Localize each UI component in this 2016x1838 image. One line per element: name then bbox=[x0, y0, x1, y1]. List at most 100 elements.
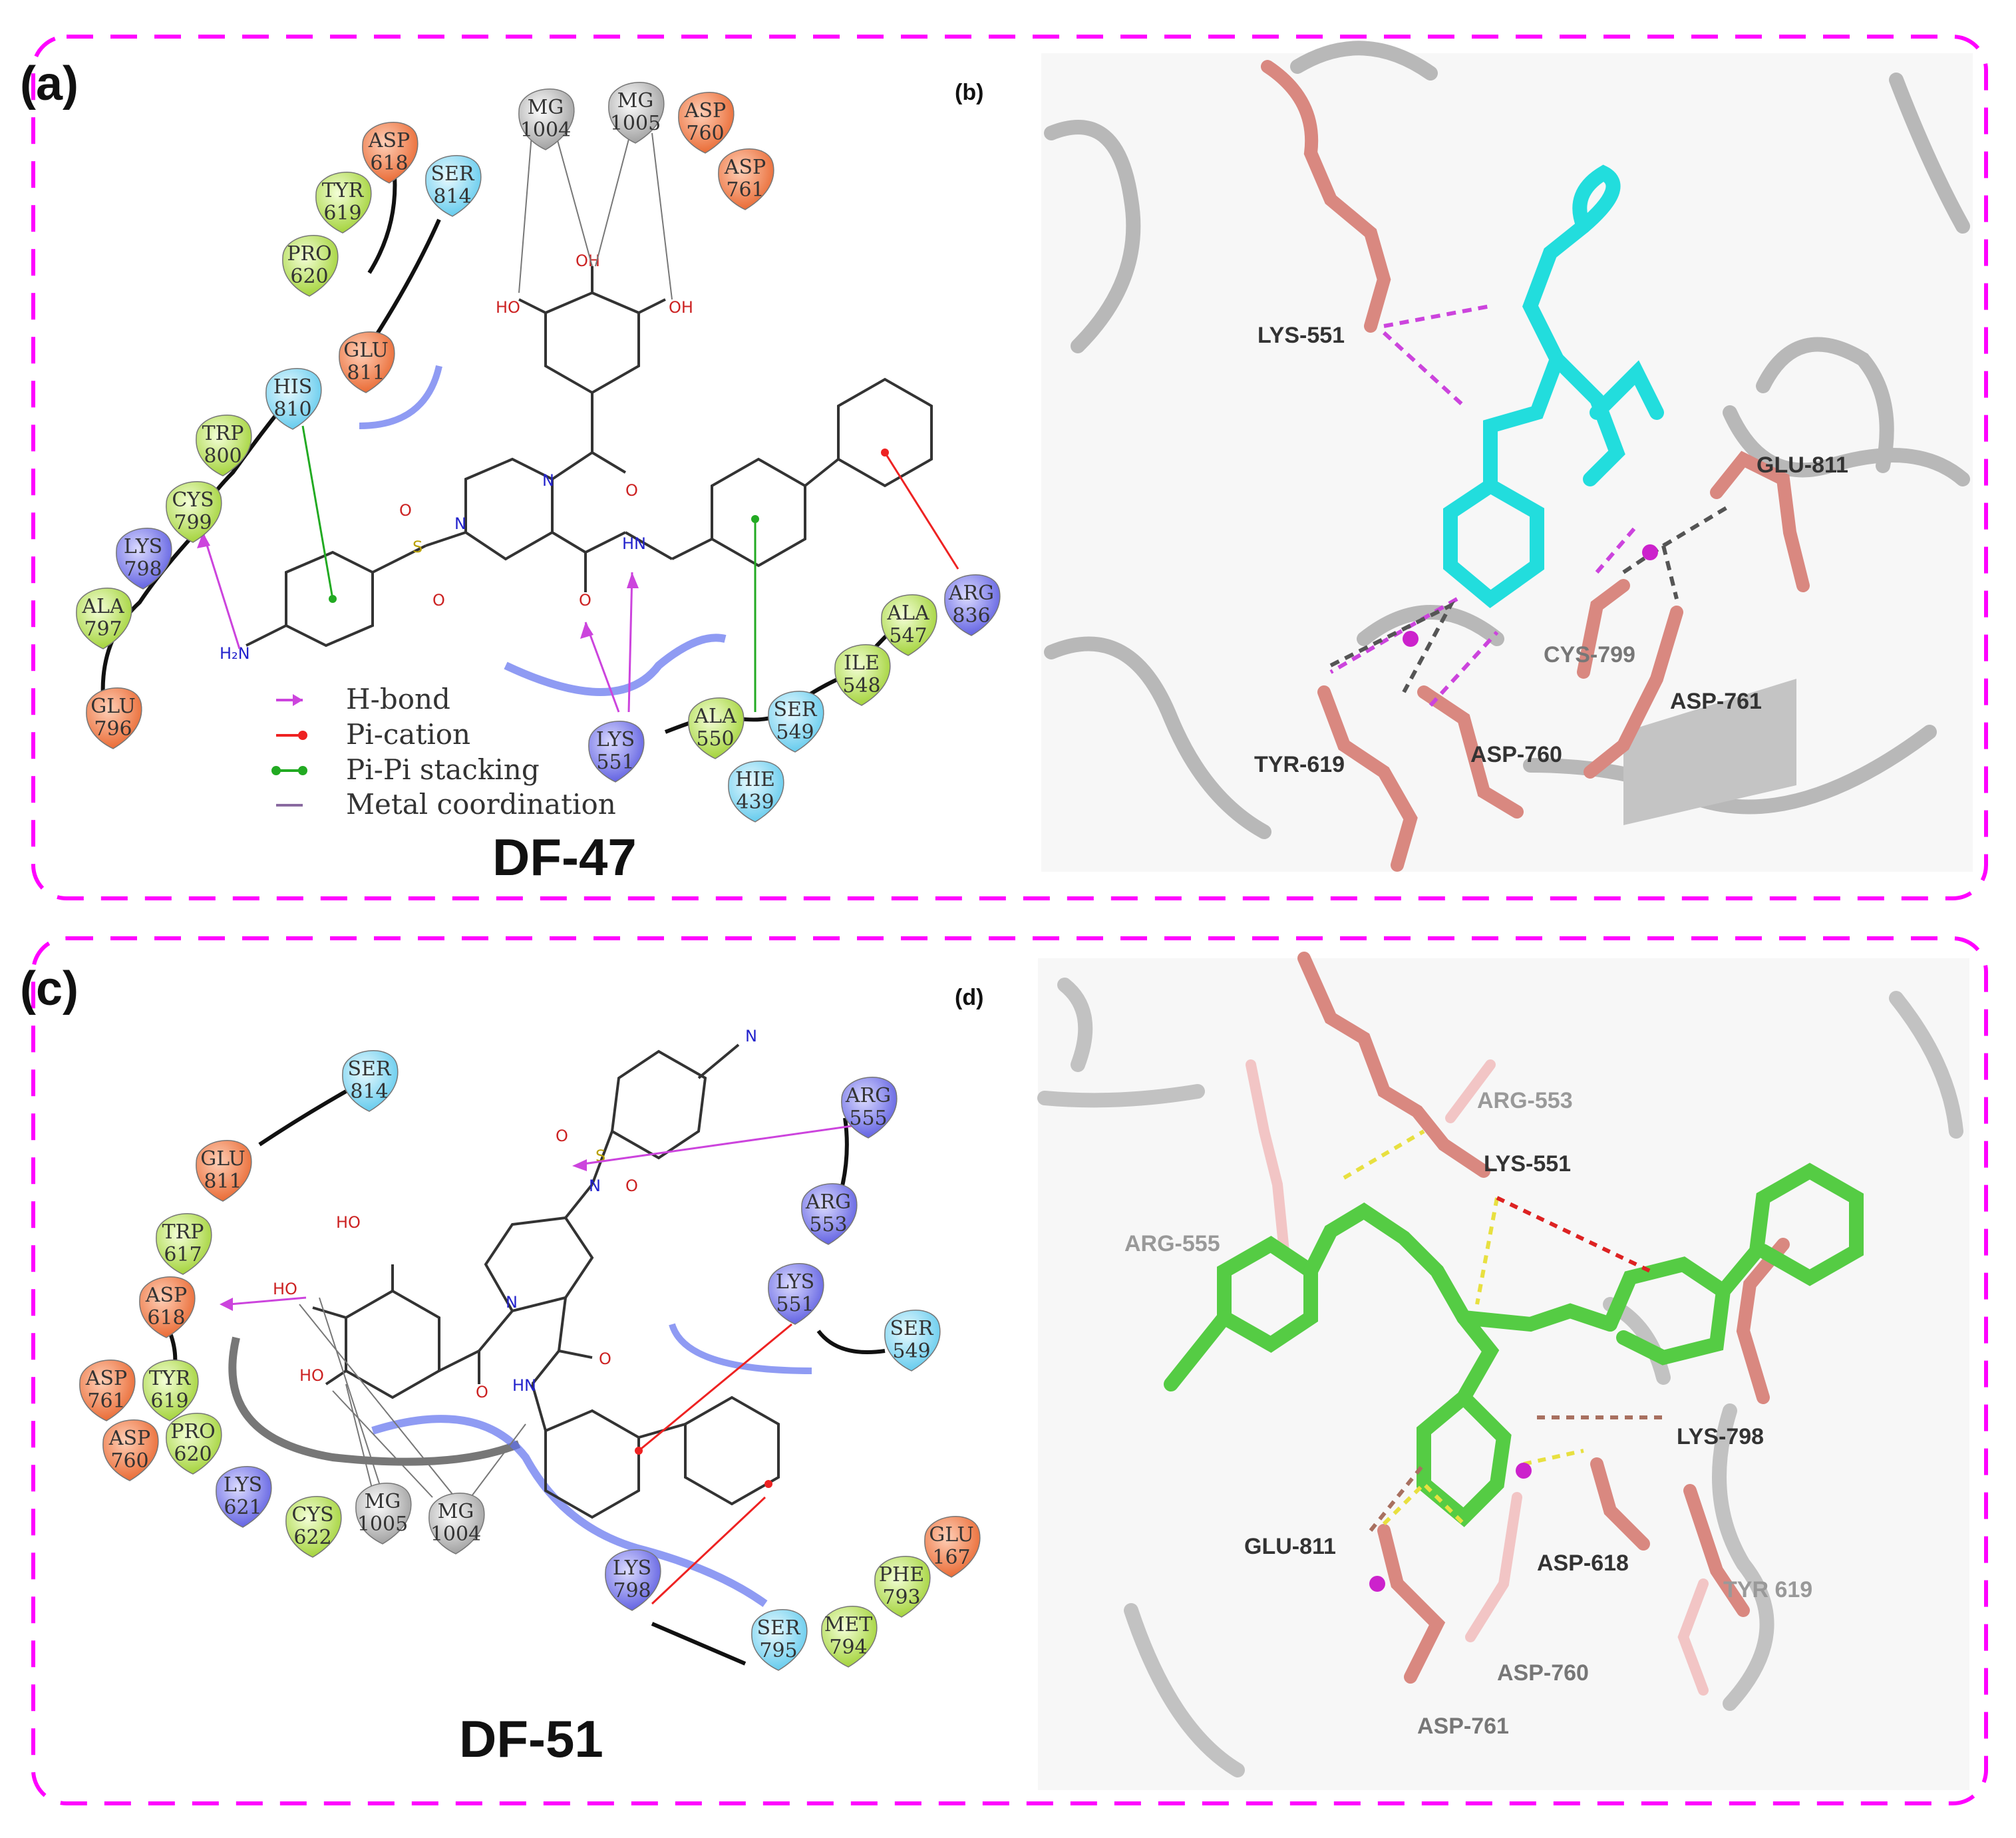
label-b-4: TYR-619 bbox=[1254, 752, 1345, 777]
residue-number: 619 bbox=[323, 202, 361, 225]
atom-c-hn: HN bbox=[512, 1376, 536, 1395]
pocket-arc-c3 bbox=[669, 1323, 812, 1374]
residue-number: 798 bbox=[124, 558, 162, 581]
residue-number: 795 bbox=[759, 1639, 797, 1662]
residue-name: LYS bbox=[776, 1270, 814, 1294]
panel-frame-bottom bbox=[31, 936, 1988, 1805]
atom-c-n3: N bbox=[745, 1027, 757, 1045]
compound-name-c: DF-51 bbox=[459, 1710, 603, 1768]
panel-frame-top bbox=[31, 35, 1988, 900]
residue-number: 811 bbox=[347, 361, 385, 385]
atom-oh-top: OH bbox=[576, 252, 600, 270]
residue-name: TRP bbox=[202, 422, 244, 445]
atom-c-o3: O bbox=[625, 1177, 638, 1195]
residue-number: 551 bbox=[596, 751, 634, 774]
label-d-7: ASP-760 bbox=[1497, 1660, 1589, 1686]
atom-c-ho2: HO bbox=[273, 1280, 297, 1298]
residue-number: 551 bbox=[776, 1293, 814, 1316]
residue-name: ARG bbox=[948, 582, 994, 605]
residue-number: 796 bbox=[94, 717, 132, 741]
residue-number: 550 bbox=[696, 727, 734, 751]
residue-name: SER bbox=[430, 162, 474, 186]
atom-s: S bbox=[413, 538, 422, 556]
ligand-df51-atoms: HO HO HO O N N S O O O HN N bbox=[273, 1027, 757, 1401]
residue-name: TYR bbox=[322, 179, 365, 202]
residue-name: ARG bbox=[845, 1084, 891, 1107]
residue-number: 619 bbox=[150, 1389, 188, 1413]
residue-name: HIS bbox=[273, 375, 313, 399]
residue-name: PRO bbox=[287, 242, 331, 266]
residue-number: 814 bbox=[433, 185, 471, 208]
residue-number: 1005 bbox=[357, 1513, 408, 1536]
residue-name: ALA bbox=[81, 595, 124, 618]
residue-number: 549 bbox=[776, 721, 814, 744]
panel-c: (c) bbox=[20, 962, 981, 1768]
beta-sheet-b bbox=[1623, 679, 1796, 825]
residue-number: 793 bbox=[882, 1586, 920, 1609]
atom-c-o2: O bbox=[556, 1127, 568, 1145]
residue-number: 618 bbox=[147, 1306, 185, 1330]
residue-name: TYR bbox=[149, 1367, 192, 1390]
contacts-b bbox=[1329, 304, 1731, 707]
residue-name: GLU bbox=[90, 695, 136, 718]
pocket-arc-a2 bbox=[504, 634, 727, 696]
label-b-0: LYS-551 bbox=[1258, 323, 1345, 348]
label-d-2: ARG-555 bbox=[1124, 1231, 1220, 1256]
panel-label-a: (a) bbox=[20, 57, 79, 110]
atom-c-n1: N bbox=[506, 1293, 518, 1312]
residue-number: 555 bbox=[849, 1107, 887, 1130]
residue-number: 760 bbox=[686, 122, 724, 145]
atom-o-s1: O bbox=[399, 501, 412, 520]
atom-n-pip1: N bbox=[542, 471, 554, 490]
label-d-5: ASP-618 bbox=[1537, 1551, 1629, 1576]
residue-name: GLU bbox=[200, 1147, 246, 1171]
residue-number: 618 bbox=[370, 152, 408, 175]
residue-number: 1004 bbox=[520, 118, 571, 142]
residue-number: 622 bbox=[293, 1526, 331, 1549]
compound-name-a: DF-47 bbox=[492, 828, 637, 886]
residue-name: SER bbox=[890, 1317, 933, 1340]
residue-name: GLU bbox=[343, 339, 389, 362]
residue-name: TRP bbox=[162, 1220, 204, 1244]
residue-number: 800 bbox=[204, 445, 242, 468]
residue-sticks-d-faint bbox=[1246, 1059, 1709, 1696]
legend-pication: Pi-cation bbox=[346, 718, 470, 751]
atom-h2n: H₂N bbox=[220, 644, 250, 663]
residue-sticks-d bbox=[1297, 952, 1790, 1684]
residue-name: ARG bbox=[805, 1191, 851, 1214]
residue-number: 799 bbox=[174, 511, 212, 534]
panel-label-b: (b) bbox=[955, 80, 983, 105]
atom-o-s2: O bbox=[432, 591, 445, 610]
label-d-8: ASP-761 bbox=[1417, 1714, 1509, 1739]
residue-name: LYS bbox=[596, 728, 635, 751]
residue-name: ILE bbox=[844, 651, 880, 675]
residue-name: MG bbox=[617, 89, 654, 112]
residue-name: PRO bbox=[170, 1420, 215, 1443]
residue-name: LYS bbox=[224, 1473, 262, 1497]
ligand-sticks-b bbox=[1443, 164, 1664, 608]
residue-number: 797 bbox=[84, 618, 122, 641]
residue-number: 621 bbox=[224, 1496, 261, 1519]
atom-c-ho1: HO bbox=[336, 1213, 361, 1232]
